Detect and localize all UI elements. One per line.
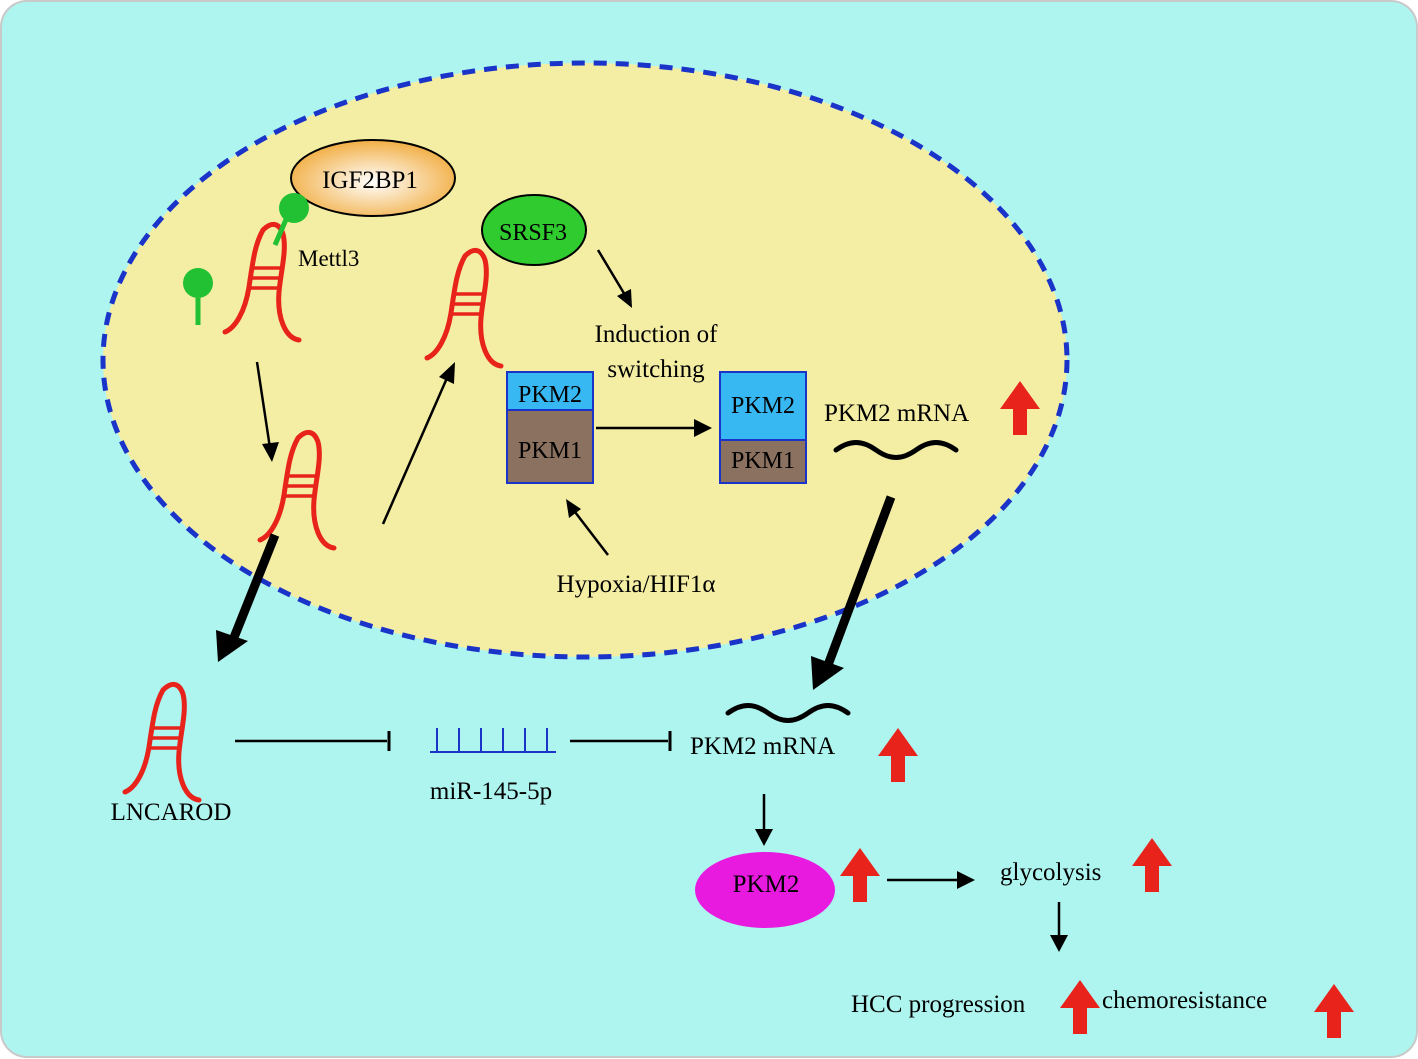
pkm1-exon-label: PKM1 [518,438,582,464]
igf2bp1-label: IGF2BP1 [322,167,418,194]
pkm2-exon-label: PKM2 [731,393,795,419]
pkm1-exon [506,409,594,484]
srsf3-label: SRSF3 [499,220,567,246]
glycolysis-label: glycolysis [1000,859,1101,886]
cyto-pkm2-mrna-label: PKM2 mRNA [690,733,835,760]
export-arrow-head [811,656,844,690]
m6a-mark-icon [183,268,213,325]
lncarod-label: LNCAROD [111,799,232,826]
pkm2-exon [506,371,594,411]
pkm2-protein-ellipse [695,852,835,928]
hcc-progression-label: HCC progression [851,991,1026,1018]
nuclear-pkm2-mrna-label: PKM2 mRNA [824,400,969,427]
arrow-head [439,362,455,384]
pkm2-protein-label: PKM2 [733,871,800,898]
mettl3-label: Mettl3 [298,246,359,271]
pkm-splicing-box-after: PKM2 PKM1 [719,371,807,484]
mirna-comb-icon [430,728,556,753]
hypoxia-label: Hypoxia/HIF1α [557,571,716,598]
arrow-head [617,289,632,308]
export-arrow-head [216,630,248,662]
arrow-head [566,499,581,518]
arrow-head [1050,935,1068,952]
igf2bp1-ellipse [290,139,456,217]
nucleus-border [100,60,1070,660]
arrow-line [381,377,449,525]
chemoresistance-label: chemoresistance [1102,987,1267,1014]
arrow-line [574,511,609,556]
pkm2-exon-label: PKM2 [518,382,582,408]
mrna-wave-icon [725,703,851,723]
arrow-line [596,249,627,296]
pkm-splicing-box-before: PKM2 PKM1 [506,371,594,484]
pkm1-exon-label: PKM1 [731,448,795,474]
m6a-mark-icon [272,193,309,246]
induction-label-line2: switching [607,356,705,383]
arrow-line [255,361,272,449]
mrna-wave-icon [833,440,959,460]
arrow-head [755,829,773,846]
mirna-label: miR-145-5p [430,778,552,805]
nucleus-fill [103,63,1067,657]
export-arrow-line [823,495,896,667]
arrow-head [957,871,975,889]
pkm1-exon [719,439,807,484]
srsf3-ellipse [481,194,587,266]
arrow-head [694,419,712,437]
export-arrow-line [228,533,280,642]
arrow-head [262,442,279,462]
induction-label-line1: Induction of [595,321,719,348]
